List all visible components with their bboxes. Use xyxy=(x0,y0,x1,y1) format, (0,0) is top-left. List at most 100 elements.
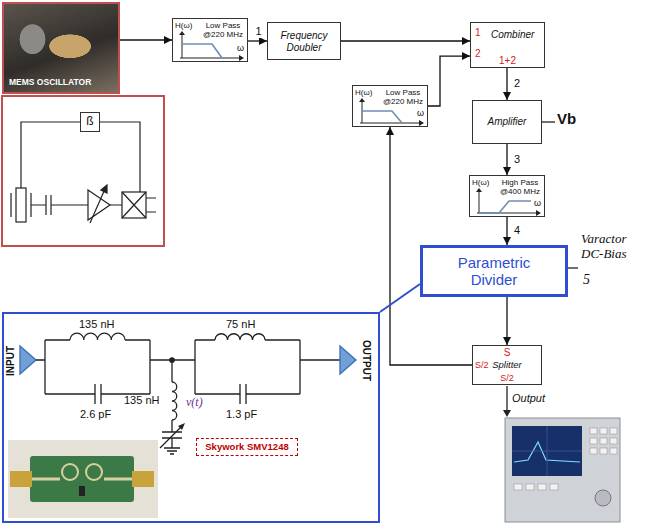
key xyxy=(600,448,607,454)
gain-arrow xyxy=(90,189,105,223)
node-text: Low Pass @220 MHz xyxy=(201,21,245,39)
node-text: Parametric Divider xyxy=(446,254,542,289)
inductor-symbol xyxy=(70,333,125,340)
amplifier-box: Amplifier xyxy=(472,100,542,144)
input-port xyxy=(20,346,36,374)
filter-plots xyxy=(179,31,541,216)
key xyxy=(610,448,617,454)
axis-arrow xyxy=(536,210,541,216)
part-number-box: Skywork SMV1248 xyxy=(196,438,298,456)
node-text: H(ω) xyxy=(175,21,192,30)
node-text: 1+2 xyxy=(499,55,516,67)
node-text: Amplifier xyxy=(488,116,527,128)
key xyxy=(600,438,607,444)
node-text: H(ω) xyxy=(355,88,372,97)
process-box: Frequency Doubler xyxy=(267,22,341,60)
divider-box: Parametric Divider xyxy=(420,245,568,297)
key xyxy=(538,484,546,490)
annotation-text: Vb xyxy=(557,110,576,127)
inductor-symbol xyxy=(172,382,177,420)
key xyxy=(590,438,597,444)
axis-arrow xyxy=(476,188,482,192)
node-text: Low Pass @220 MHz xyxy=(381,88,425,106)
pcb-photo xyxy=(8,440,158,518)
zoom-frame xyxy=(2,96,164,246)
oscillator-schematic xyxy=(2,96,164,246)
node-text: High Pass @400 MHz xyxy=(498,178,542,196)
capacitor-symbol xyxy=(95,384,101,404)
node-text: Frequency Doubler xyxy=(272,30,336,53)
node-text: 1 xyxy=(475,27,481,39)
node-text: S/2 xyxy=(500,373,514,383)
key xyxy=(550,484,558,490)
splitter-box: SS/2SplitterS/2 xyxy=(472,345,542,385)
signal-connector xyxy=(341,40,470,41)
signal-connector xyxy=(248,40,267,41)
annotation-text: Varactor DC-Bias xyxy=(581,232,645,262)
signal-connector xyxy=(506,297,507,345)
node-text: v(t) xyxy=(186,396,203,410)
circuit-board xyxy=(30,456,134,502)
screen-grid xyxy=(512,426,582,476)
callout-number: 3 xyxy=(513,153,521,166)
node-text: S/2 xyxy=(475,360,489,370)
key xyxy=(526,484,534,490)
divider-schematic xyxy=(20,333,356,454)
tank-wire xyxy=(195,340,340,394)
sma-connector xyxy=(10,471,32,487)
varactor-arrow xyxy=(160,426,182,448)
signal-connector xyxy=(380,284,420,312)
node-text: Skywork SMV1248 xyxy=(205,442,288,453)
callout-number: 1 xyxy=(255,25,263,38)
crystal-symbol xyxy=(16,188,26,222)
filter-box: Low Pass @220 MHzH(ω)ω xyxy=(172,18,248,62)
feedback-box: ß xyxy=(80,112,100,132)
annotation-text: Output xyxy=(512,392,545,405)
node-text: H(ω) xyxy=(472,178,489,187)
analyzer-photo xyxy=(505,418,620,522)
axis-arrow xyxy=(239,55,244,61)
amplifier-symbol xyxy=(88,190,110,220)
instrument-screen xyxy=(512,426,582,476)
highpass-curve xyxy=(479,201,531,213)
axis-arrow xyxy=(419,120,424,126)
axis-arrow xyxy=(179,31,185,35)
output-wire xyxy=(506,386,507,411)
node-text: 2.6 pF xyxy=(80,408,111,421)
node-text: 75 nH xyxy=(226,318,255,331)
pcb-part xyxy=(79,486,85,496)
filter-box: High Pass @400 MHzH(ω)ω xyxy=(469,175,545,217)
tank-wire xyxy=(36,340,195,394)
capacitor-symbol xyxy=(240,384,246,404)
lowpass-curve xyxy=(362,111,402,123)
varactor-symbol xyxy=(162,432,182,438)
node-text: 2 xyxy=(475,48,481,60)
node-text: OUTPUT xyxy=(361,340,373,381)
node-text: MEMS OSCILLATOR xyxy=(9,78,91,88)
instrument-body xyxy=(505,418,620,522)
axis-arrow xyxy=(359,98,365,102)
key xyxy=(514,484,522,490)
key xyxy=(590,428,597,434)
node-text: 1.3 pF xyxy=(226,408,257,421)
pcb-trace xyxy=(32,478,132,481)
photo-node: MEMS OSCILLATOR xyxy=(2,2,120,94)
signal-connector xyxy=(506,144,507,175)
pcb-coil xyxy=(86,464,102,480)
instrument-knob xyxy=(595,490,611,506)
signal-connector xyxy=(428,56,470,106)
crystal-plate xyxy=(11,193,31,217)
filter-box: Low Pass @220 MHz H(ω) ω xyxy=(352,85,428,127)
node-text: ω xyxy=(417,108,424,118)
signal-connector xyxy=(506,68,507,100)
node-text: ß xyxy=(86,115,93,129)
photo-ground xyxy=(8,440,158,518)
callout-number: 2 xyxy=(513,77,521,90)
ground-symbol xyxy=(164,448,180,454)
callout-number: 4 xyxy=(513,224,521,237)
zoom-panel: INPUT135 nH2.6 pF135 nHv(t)75 nH1.3 pFOU… xyxy=(2,312,380,523)
node-text: 135 nH xyxy=(124,394,159,407)
bias-wire xyxy=(542,121,555,122)
